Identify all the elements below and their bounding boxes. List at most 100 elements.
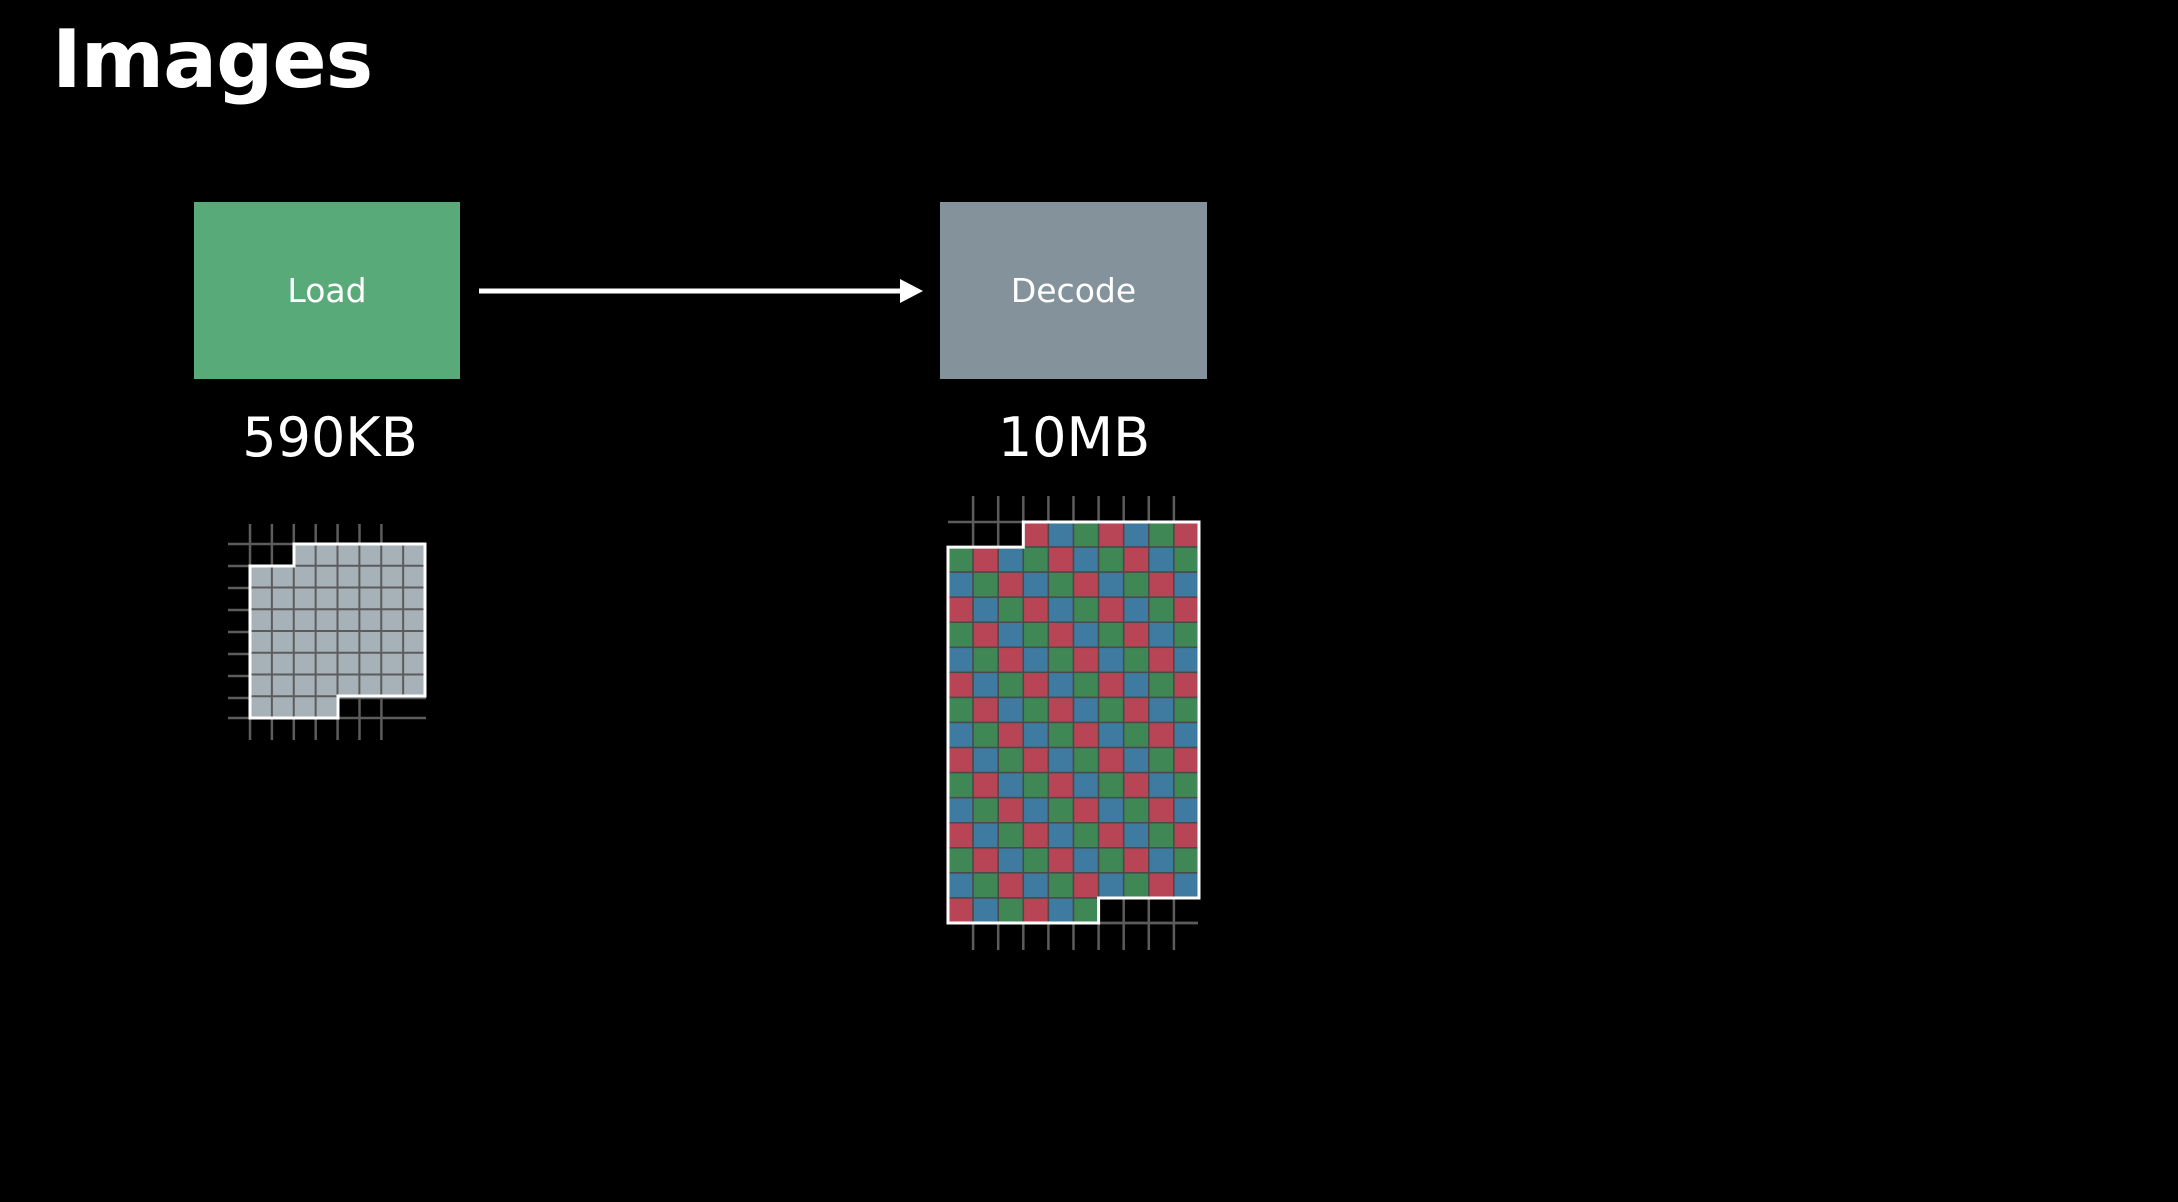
pixel-cell bbox=[1148, 671, 1175, 699]
pixel-cell bbox=[947, 847, 974, 874]
page-title: Images bbox=[52, 13, 373, 106]
pixel-cell bbox=[1047, 671, 1075, 699]
pixel-cell bbox=[1097, 621, 1125, 649]
pixel-cell bbox=[947, 646, 974, 674]
pixel-cell bbox=[1173, 721, 1200, 749]
pixel-cell bbox=[947, 897, 974, 924]
pixel-cell bbox=[1122, 646, 1150, 674]
pixel-cell bbox=[1047, 822, 1075, 849]
pixel-cell bbox=[947, 696, 974, 724]
pixel-cell bbox=[1022, 822, 1050, 849]
pixel-cell bbox=[1072, 696, 1100, 724]
pixel-cell bbox=[1097, 771, 1125, 799]
pixel-cell bbox=[972, 822, 999, 849]
pixel-cell bbox=[997, 847, 1025, 874]
pixel-cell bbox=[1047, 596, 1075, 623]
pixel-cell bbox=[1047, 721, 1075, 749]
pixel-cell bbox=[947, 671, 974, 699]
pixel-cell bbox=[1173, 771, 1200, 799]
pixel-cell bbox=[997, 696, 1025, 724]
pixel-cell bbox=[1072, 571, 1100, 598]
pixel-cell bbox=[1173, 621, 1200, 649]
pixel-cell bbox=[972, 721, 999, 749]
pixel-cell bbox=[1022, 546, 1050, 573]
pixel-cell bbox=[997, 596, 1025, 623]
pixel-cell bbox=[1122, 696, 1150, 724]
pixel-cell bbox=[947, 571, 974, 598]
pixel-cell bbox=[972, 696, 999, 724]
decode-step-label: Decode bbox=[1010, 271, 1137, 310]
pixel-cell bbox=[1047, 847, 1075, 874]
pixel-cell bbox=[1122, 596, 1150, 623]
pixel-cell bbox=[947, 721, 974, 749]
pixel-cell bbox=[997, 822, 1025, 849]
pixel-cell bbox=[1173, 696, 1200, 724]
pixel-cell bbox=[1022, 521, 1050, 548]
pixel-cell bbox=[1097, 596, 1125, 623]
pixel-cell bbox=[1047, 521, 1075, 548]
pixel-cell bbox=[1097, 872, 1125, 899]
pixel-cell bbox=[1148, 646, 1175, 674]
pixel-cell bbox=[1122, 771, 1150, 799]
pixel-cell bbox=[1022, 671, 1050, 699]
pixel-cell bbox=[1148, 521, 1175, 548]
pixel-cell bbox=[1072, 621, 1100, 649]
pixel-cell bbox=[1072, 646, 1100, 674]
pixel-cell bbox=[1072, 596, 1100, 623]
pixel-cell bbox=[1173, 796, 1200, 824]
pixel-cell bbox=[947, 546, 974, 573]
pixel-cell bbox=[997, 872, 1025, 899]
pixel-cell bbox=[1022, 721, 1050, 749]
pixel-cell bbox=[1148, 746, 1175, 774]
pixel-cell bbox=[1072, 872, 1100, 899]
pixel-cell bbox=[1072, 546, 1100, 573]
pixel-cell bbox=[972, 746, 999, 774]
pixel-cell bbox=[1047, 746, 1075, 774]
pixel-cell bbox=[947, 822, 974, 849]
pixel-cell bbox=[972, 621, 999, 649]
pixel-cell bbox=[947, 796, 974, 824]
pixel-cell bbox=[1022, 771, 1050, 799]
load-step-box: Load bbox=[194, 202, 460, 379]
pixel-cell bbox=[947, 771, 974, 799]
pixel-cell bbox=[972, 546, 999, 573]
pixel-cell bbox=[1122, 822, 1150, 849]
decode-size-label: 10MB bbox=[997, 406, 1151, 469]
compressed-shape-outline bbox=[248, 542, 427, 720]
pixel-cell bbox=[997, 746, 1025, 774]
pixel-cell bbox=[1072, 897, 1100, 924]
pixel-cell bbox=[1047, 897, 1075, 924]
pixel-cell bbox=[1022, 696, 1050, 724]
pixel-cell bbox=[1047, 771, 1075, 799]
pixel-cell bbox=[1173, 646, 1200, 674]
pixel-cell bbox=[1148, 571, 1175, 598]
pixel-cell bbox=[1148, 847, 1175, 874]
pixel-cell bbox=[997, 771, 1025, 799]
pixel-cell bbox=[997, 621, 1025, 649]
pixel-cell bbox=[972, 671, 999, 699]
pixel-cell bbox=[972, 596, 999, 623]
pixel-cell bbox=[1148, 546, 1175, 573]
pixel-cell bbox=[1173, 571, 1200, 598]
pixel-cell bbox=[1122, 721, 1150, 749]
pixel-cell bbox=[997, 646, 1025, 674]
pixel-cell bbox=[997, 721, 1025, 749]
pixel-cell bbox=[997, 571, 1025, 598]
decoded-pixel-grid bbox=[946, 496, 1201, 950]
pixel-cell bbox=[1047, 571, 1075, 598]
pixel-cell bbox=[947, 872, 974, 899]
pixel-cell bbox=[1097, 721, 1125, 749]
pixel-cell bbox=[1022, 796, 1050, 824]
pixel-cell bbox=[1097, 671, 1125, 699]
pixel-cell bbox=[1047, 872, 1075, 899]
pixel-cell bbox=[1122, 671, 1150, 699]
pixel-cell bbox=[1173, 671, 1200, 699]
decoded-shape-outline bbox=[946, 520, 1201, 925]
pixel-cell bbox=[1022, 872, 1050, 899]
pixel-cell bbox=[1148, 696, 1175, 724]
pixel-cell bbox=[972, 571, 999, 598]
pixel-cell bbox=[1173, 546, 1200, 573]
pixel-cell bbox=[947, 596, 974, 623]
pixel-cell bbox=[1047, 646, 1075, 674]
